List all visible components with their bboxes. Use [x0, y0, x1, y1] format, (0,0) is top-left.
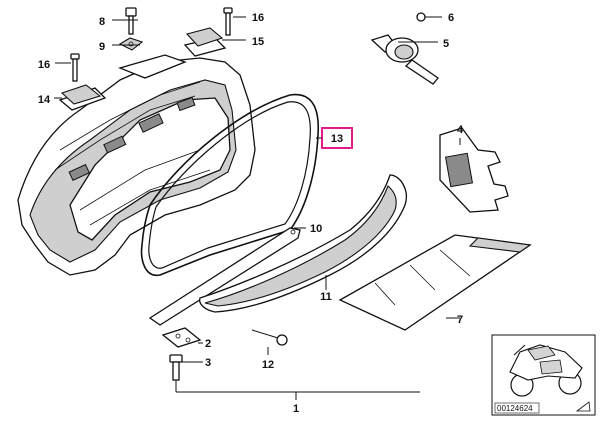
callout-7: 7 — [457, 314, 463, 326]
callout-9: 9 — [99, 41, 105, 53]
callout-8: 8 — [99, 16, 105, 28]
long-screw-part[interactable] — [251, 329, 288, 346]
arrow-icon — [575, 401, 591, 412]
callout-13: 13 — [331, 133, 343, 145]
callout-3: 3 — [205, 357, 211, 369]
callout-6: 6 — [448, 12, 454, 24]
vehicle-thumbnail[interactable]: 00124624 — [491, 334, 596, 416]
hinge-plate-part[interactable] — [161, 327, 202, 348]
callout-16-left: 16 — [38, 59, 50, 71]
horn-part[interactable] — [370, 34, 439, 85]
lower-trim-part[interactable] — [199, 174, 407, 313]
screw-left-part[interactable] — [70, 53, 80, 82]
small-screw-part[interactable] — [416, 12, 436, 22]
callout-2: 2 — [205, 338, 211, 350]
callout-5: 5 — [443, 38, 449, 50]
callout-15: 15 — [252, 36, 264, 48]
motorcycle-icon — [509, 344, 583, 397]
callout-14: 14 — [38, 94, 51, 106]
callout-1: 1 — [293, 403, 299, 415]
clip-part[interactable] — [185, 27, 224, 47]
callout-12: 12 — [262, 359, 274, 371]
callout-11: 11 — [320, 291, 332, 303]
callout-16-top: 16 — [252, 12, 264, 24]
case-body-part[interactable] — [17, 37, 256, 276]
strap-part[interactable] — [148, 227, 301, 326]
screw-top-part[interactable] — [223, 7, 233, 36]
nut-part[interactable] — [118, 37, 144, 51]
floor-mat-part[interactable] — [338, 234, 532, 331]
seal-part[interactable] — [140, 93, 320, 276]
bracket-part[interactable] — [439, 127, 509, 213]
screw-part[interactable] — [169, 354, 183, 381]
callout-10: 10 — [310, 223, 322, 235]
thumbnail-ref-number: 00124624 — [497, 404, 533, 413]
callout-4: 4 — [457, 124, 464, 136]
leader-lines — [54, 16, 461, 400]
clip-left-part[interactable] — [60, 84, 102, 105]
callout-13-highlight[interactable]: 13 — [316, 127, 353, 149]
bolt-part[interactable] — [125, 7, 137, 35]
